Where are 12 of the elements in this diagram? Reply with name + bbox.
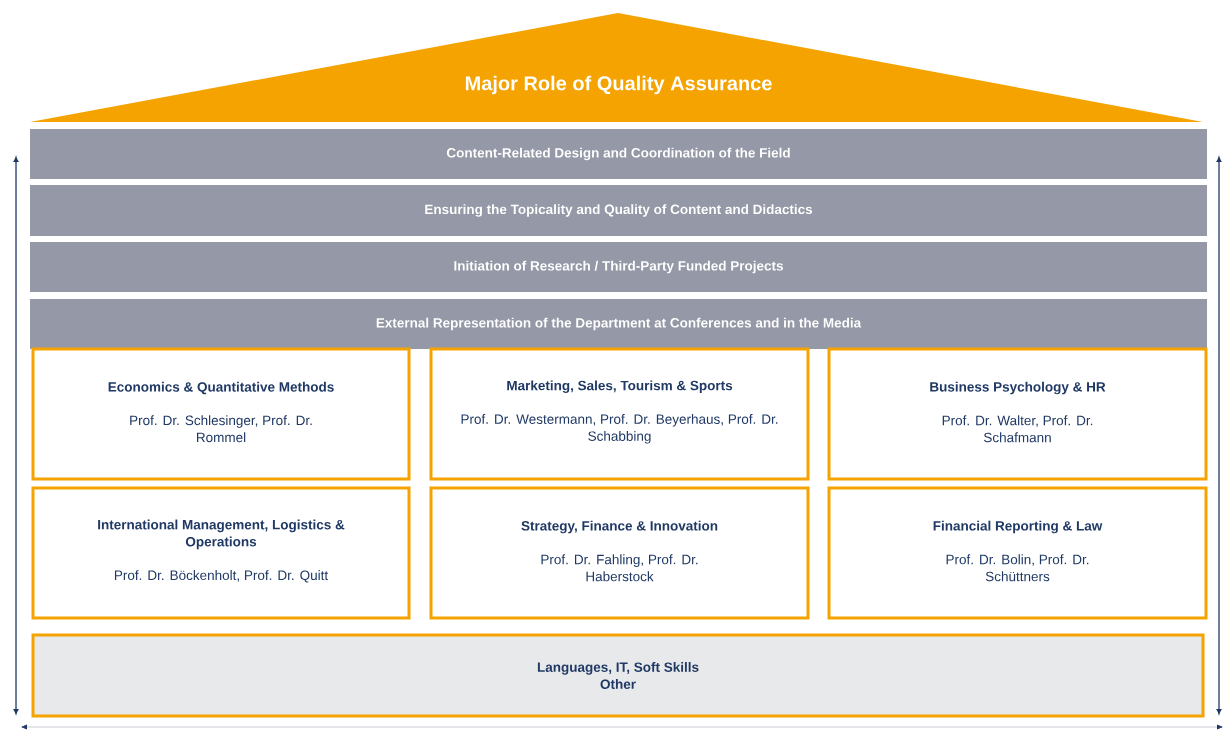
- field-box: Financial Reporting & Law Prof. Dr. Bolin, Prof. Dr. Schüttners: [827, 486, 1208, 620]
- layer-bar: Content-Related Design and Coordination of the Field: [30, 129, 1207, 179]
- roof-banner: Major Role of Quality Assurance: [30, 13, 1203, 122]
- field-box: International Management, Logistics & Operations Prof. Dr. Böckenholt, Prof. Dr. Quitt: [31, 486, 411, 620]
- layer-bar: Ensuring the Topicality and Quality of Content and Didactics: [30, 185, 1207, 236]
- field-box: Marketing, Sales, Tourism & Sports Prof. Dr. Westermann, Prof. Dr. Beyerhaus, Prof. Dr. Schabbing: [429, 347, 810, 481]
- field-box: Economics & Quantitative Methods Prof. Dr. Schlesinger, Prof. Dr. Rommel: [31, 347, 411, 481]
- layer-bar: External Representation of the Department at Conferences and in the Media: [30, 299, 1207, 349]
- field-box: Strategy, Finance & Innovation Prof. Dr. Fahling, Prof. Dr. Haberstock: [429, 486, 810, 620]
- base-box: Languages, IT, Soft Skills Other: [31, 633, 1205, 718]
- field-box: Business Psychology & HR Prof. Dr. Walter, Prof. Dr. Schafmann: [827, 347, 1208, 481]
- layer-bar: Initiation of Research / Third-Party Funded Projects: [30, 242, 1207, 292]
